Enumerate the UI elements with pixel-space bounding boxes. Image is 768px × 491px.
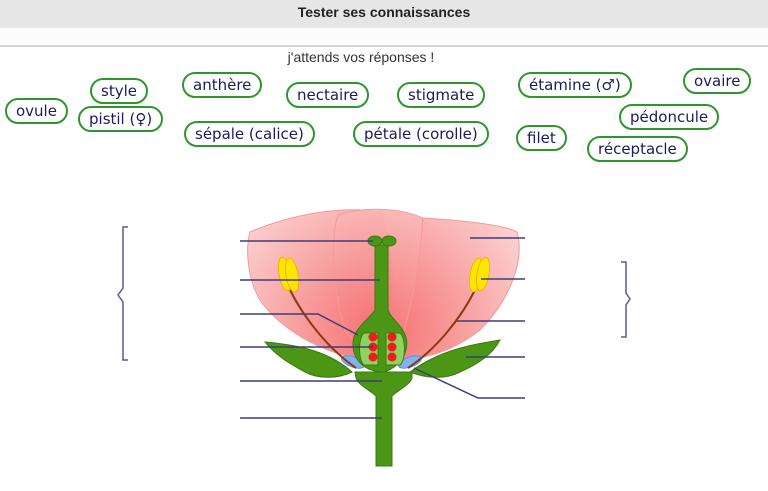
anther-right bbox=[468, 256, 491, 293]
leader-lines-left bbox=[240, 240, 382, 419]
toolbar-strip bbox=[0, 28, 768, 47]
filament-right bbox=[407, 289, 476, 369]
label-chip-filet[interactable]: filet bbox=[516, 125, 567, 151]
filament-left bbox=[289, 289, 357, 369]
receptacle-shape bbox=[354, 371, 413, 467]
sepals bbox=[263, 339, 501, 378]
status-message: j'attends vos réponses ! bbox=[287, 49, 435, 65]
anther-left bbox=[277, 256, 300, 293]
label-chip-anthere[interactable]: anthère bbox=[182, 72, 263, 98]
pistil-bracket bbox=[117, 226, 128, 361]
leader-lines-right bbox=[413, 237, 525, 399]
label-chip-ovule[interactable]: ovule bbox=[5, 98, 68, 124]
label-chip-style[interactable]: style bbox=[90, 78, 148, 104]
label-chip-petale[interactable]: pétale (corolle) bbox=[353, 121, 489, 147]
window-title-bar: Tester ses connaissances bbox=[0, 0, 768, 28]
label-chip-stigmate[interactable]: stigmate bbox=[397, 82, 486, 108]
page-title: Tester ses connaissances bbox=[297, 4, 471, 20]
label-chip-pistil[interactable]: pistil (♀) bbox=[78, 106, 164, 132]
label-chip-sepale[interactable]: sépale (calice) bbox=[184, 121, 315, 147]
stamen-bracket bbox=[621, 261, 631, 338]
label-chip-nectaire[interactable]: nectaire bbox=[286, 82, 370, 108]
pistil bbox=[352, 235, 408, 373]
label-chip-etamine[interactable]: étamine (♂) bbox=[518, 72, 632, 98]
label-chip-pedoncule[interactable]: pédoncule bbox=[619, 104, 720, 130]
label-chip-ovaire[interactable]: ovaire bbox=[683, 68, 752, 94]
label-chip-receptacle[interactable]: réceptacle bbox=[587, 136, 688, 162]
